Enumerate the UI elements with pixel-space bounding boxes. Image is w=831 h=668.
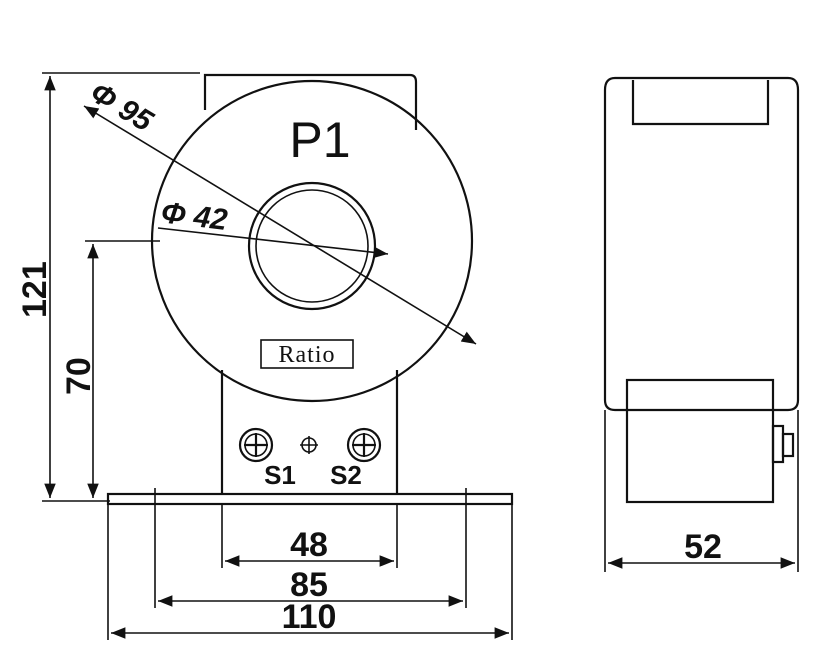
vertical-dimensions: 121 70 [16,72,200,502]
inner-diameter-label: Φ 42 [159,196,229,237]
inner-diameter-leader [157,227,389,259]
outer-diameter-leader [83,105,477,345]
base-plate [106,492,514,506]
terminal-plate [220,370,399,494]
ratio-label: Ratio [279,342,336,368]
width-base-label: 110 [282,598,337,636]
width-terminal-plate-label: 48 [290,526,328,564]
front-view: P1 Ratio Φ 95 Φ 42 S1 S2 [83,73,514,506]
width-mount-holes-label: 85 [290,566,328,604]
side-terminal-housing [625,378,775,504]
horizontal-dimensions: 48 85 110 [107,488,513,640]
terminal-s1-label: S1 [264,460,296,490]
side-screw-icon [771,424,795,464]
height-total-label: 121 [16,261,54,318]
terminal-s2-label: S2 [330,460,362,490]
side-top-bracket [631,80,770,126]
side-body-outline [603,76,800,412]
side-view: 52 [603,76,800,572]
polarity-label: P1 [289,112,350,168]
side-depth-label: 52 [684,528,722,566]
height-center-label: 70 [60,357,98,395]
terminal-screw-s1-icon [238,427,274,463]
top-bracket [203,73,418,130]
terminal-screw-s2-icon [346,427,382,463]
center-rivet-icon [300,436,318,454]
